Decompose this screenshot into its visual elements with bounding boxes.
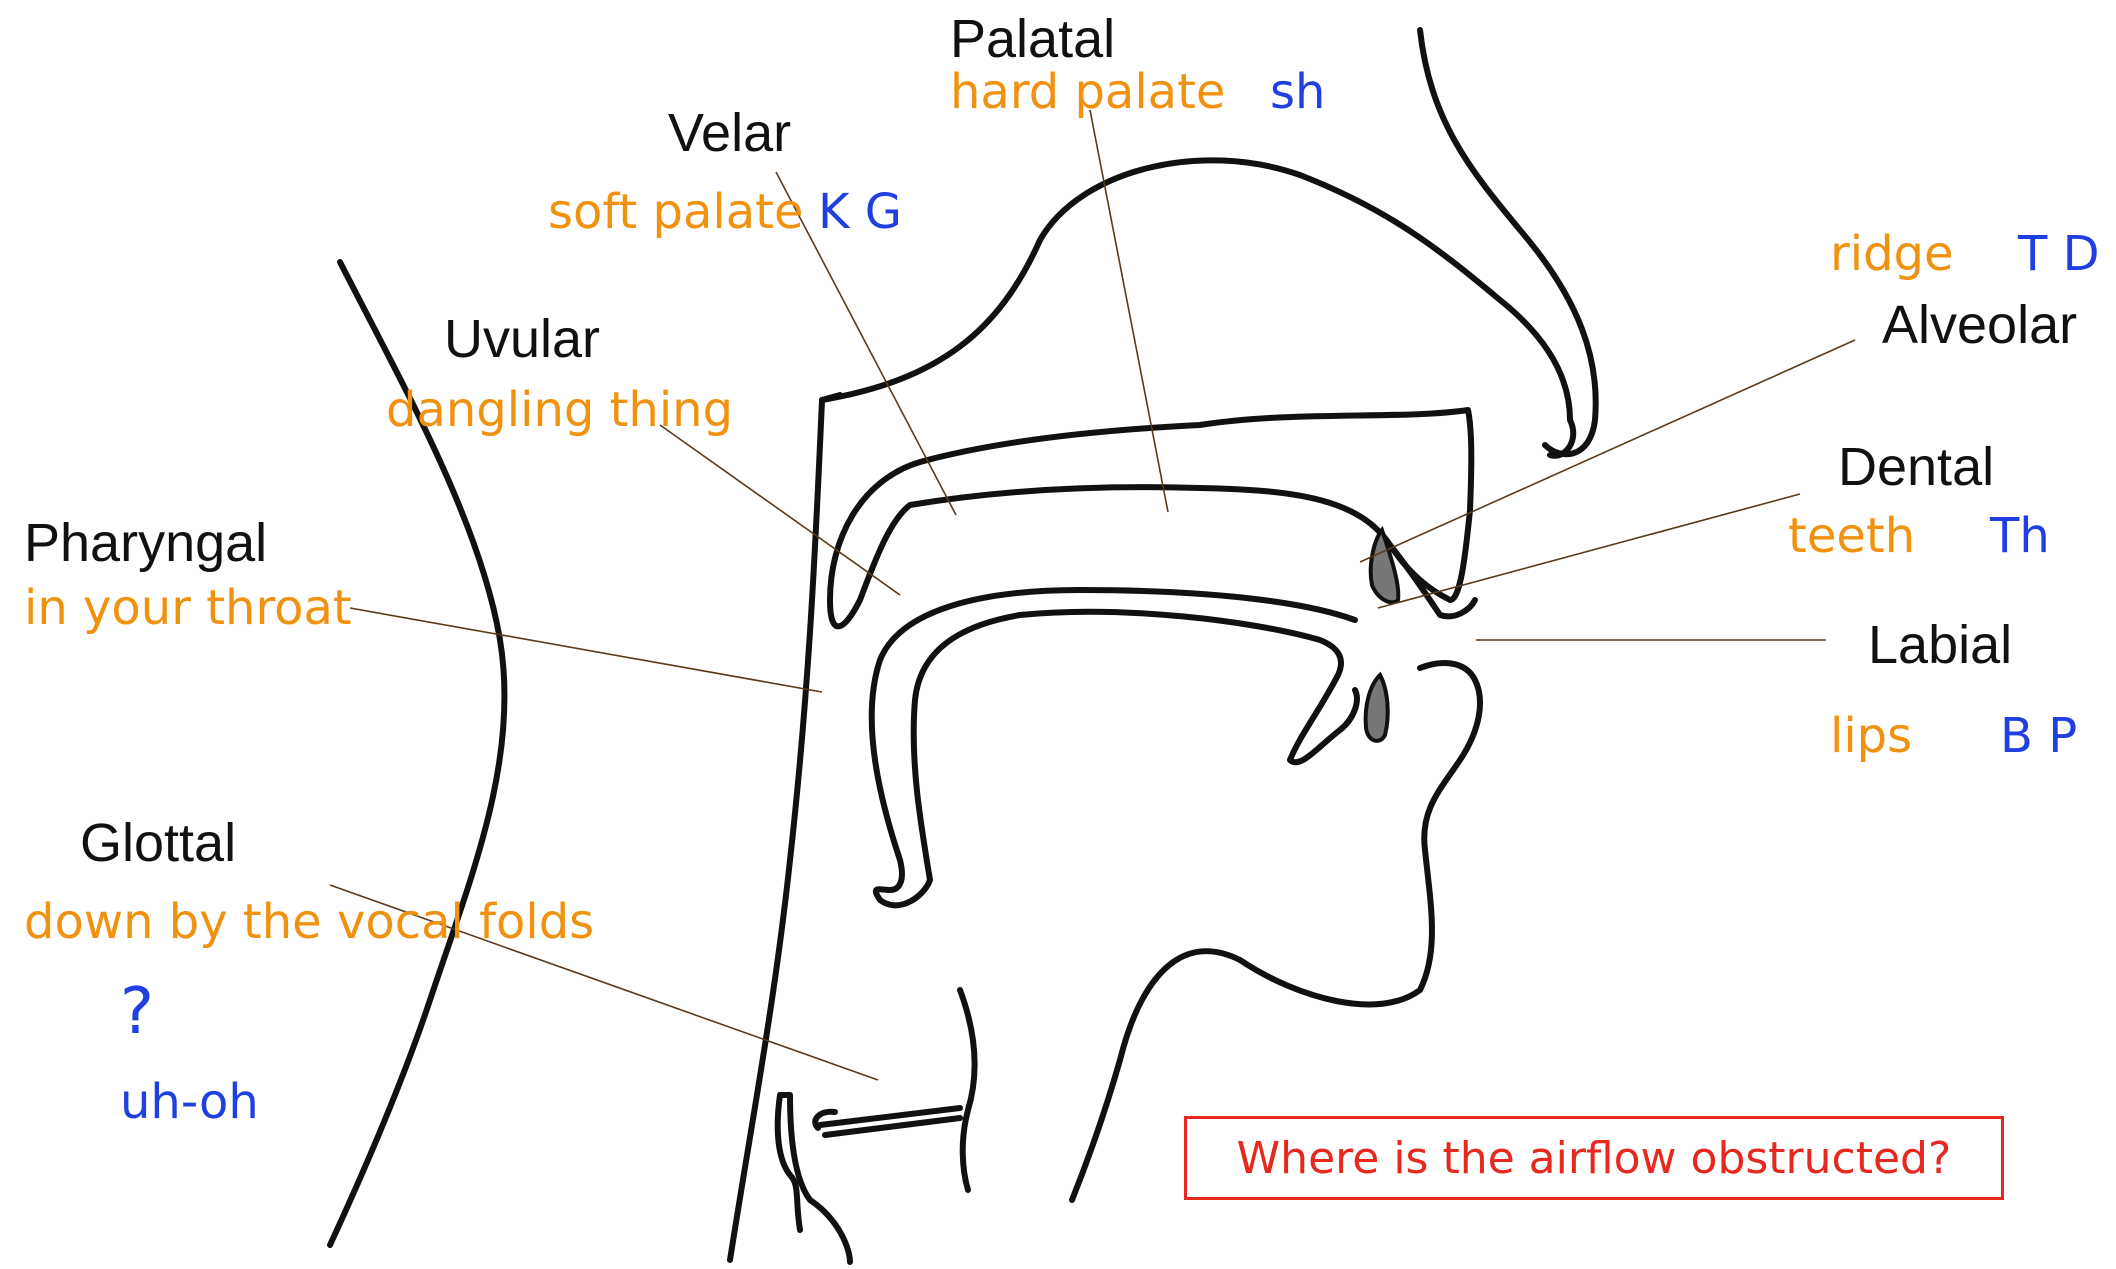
nose-outline [1420,30,1596,454]
label-palatal-description: hard palate [950,68,1225,116]
label-alveolar-example: T D [2018,230,2100,278]
label-pharyngal-description: in your throat [24,584,352,632]
upper-lip-shape [1371,530,1399,602]
label-alveolar-description: ridge [1830,230,1954,278]
pointer-alveolar [1360,340,1855,562]
label-velar-term: Velar [668,106,791,160]
tongue-outline [872,590,1357,905]
label-glottal-term: Glottal [80,816,236,870]
label-glottal-example-word: uh-oh [120,1078,259,1126]
label-alveolar-term: Alveolar [1882,298,2077,352]
pharynx-wall [730,395,840,1260]
label-labial-description: lips [1830,712,1912,760]
label-labial-term: Labial [1868,618,2012,672]
label-velar-example: K G [818,188,902,236]
lower-lip-shape [1366,675,1388,741]
label-dental-description: teeth [1788,512,1915,560]
label-palatal-term: Palatal [950,12,1115,66]
label-pharyngal-term: Pharyngal [24,516,267,570]
larynx-outline [778,1095,960,1262]
label-glottal-description: down by the vocal folds [24,898,594,946]
label-dental-term: Dental [1838,440,1994,494]
label-palatal-example: sh [1270,68,1325,116]
question-text: Where is the airflow obstructed? [1237,1133,1952,1184]
pointer-uvular [660,425,900,595]
label-glottal-example: ? [120,980,154,1044]
throat-front [960,990,975,1190]
label-dental-example: Th [1990,512,2050,560]
pointer-dental [1378,494,1800,608]
label-labial-example: B P [2000,712,2077,760]
label-velar-description: soft palate [548,188,804,236]
pointer-pharyngal [350,608,822,692]
pointer-palatal [1090,110,1168,512]
label-uvular-term: Uvular [444,312,600,366]
question-box: Where is the airflow obstructed? [1184,1116,2004,1200]
label-uvular-description: dangling thing [386,386,733,434]
